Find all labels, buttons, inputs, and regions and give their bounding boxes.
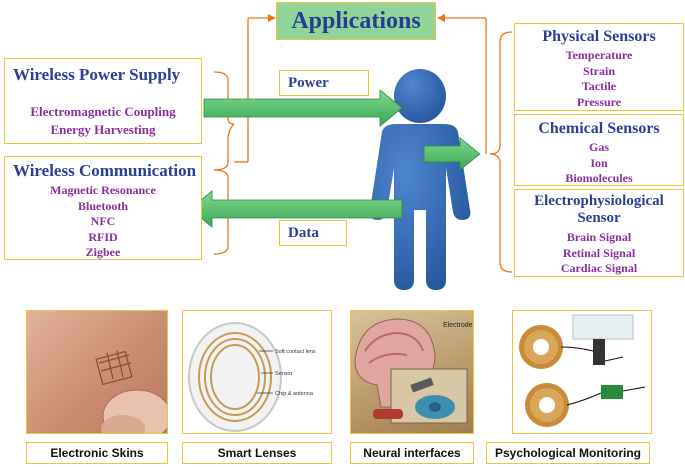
right-bracket xyxy=(437,14,513,273)
wireless-power-supply-box: Wireless Power Supply Electromagnetic Co… xyxy=(4,58,202,144)
neural-interface-image: Electrode xyxy=(350,310,474,434)
electrophysiological-sensor-box: Electrophysiological Sensor Brain Signal… xyxy=(514,189,684,277)
wireless-communication-item: Zigbee xyxy=(85,245,121,259)
electronic-skin-image xyxy=(26,310,168,434)
sensor-arrow xyxy=(423,137,481,171)
wireless-communication-title: Wireless Communication xyxy=(13,161,197,180)
power-arrow xyxy=(203,89,403,127)
chemical-sensors-item: Gas xyxy=(588,140,609,154)
human-figure-icon xyxy=(369,69,471,290)
chemical-sensors-item: Ion xyxy=(590,155,608,170)
neural-interface-icon: Electrode xyxy=(354,318,473,424)
neural-interfaces-caption: Neural interfaces xyxy=(350,442,474,464)
smart-lenses-caption: Smart Lenses xyxy=(182,442,332,464)
electrophysiological-item: Brain Signal xyxy=(566,230,632,244)
chemical-sensors-title: Chemical Sensors xyxy=(538,120,660,137)
data-label: Data xyxy=(279,220,347,246)
psychological-monitoring-caption: Psychological Monitoring xyxy=(486,442,650,464)
left-bracket xyxy=(213,14,276,255)
electronic-skins-caption: Electronic Skins xyxy=(26,442,168,464)
smart-lens-image: Soft contact lens Sensor Chip & antenna xyxy=(182,310,332,434)
wireless-communication-item: NFC xyxy=(90,214,116,228)
lens-label: Sensor xyxy=(275,371,293,377)
electrophysiological-item: Cardiac Signal xyxy=(560,261,638,275)
physical-sensors-item: Tactile xyxy=(581,79,617,93)
chemical-sensors-item: Biomolecules xyxy=(565,171,633,185)
wireless-power-item: Energy Harvesting xyxy=(50,122,156,137)
electrophysiological-title-line: Sensor xyxy=(577,210,621,226)
chemical-sensors-box: Chemical Sensors Gas Ion Biomolecules xyxy=(514,114,684,186)
physical-sensors-item: Pressure xyxy=(576,94,622,109)
physical-sensors-item: Temperature xyxy=(565,48,633,62)
power-label: Power xyxy=(279,70,369,96)
physical-sensors-title: Physical Sensors xyxy=(542,28,656,45)
physical-sensors-item: Strain xyxy=(582,63,615,78)
applications-title: Applications xyxy=(291,7,421,34)
wireless-power-item: Electromagnetic Coupling xyxy=(30,104,176,119)
lens-label: Soft contact lens xyxy=(275,349,316,355)
electronic-skin-icon xyxy=(95,350,167,433)
electrode-label: Electrode xyxy=(443,322,473,329)
applications-box: Applications xyxy=(276,2,436,40)
wireless-communication-item: Bluetooth xyxy=(77,198,128,213)
lens-label: Chip & antenna xyxy=(275,391,314,397)
wireless-coil-icon xyxy=(519,314,646,427)
smart-lens-icon: Soft contact lens Sensor Chip & antenna xyxy=(188,322,316,432)
wireless-communication-item: Magnetic Resonance xyxy=(50,183,156,197)
psychological-monitoring-image xyxy=(512,310,652,434)
wireless-power-title: Wireless Power Supply xyxy=(13,65,181,84)
wireless-communication-box: Wireless Communication Magnetic Resonanc… xyxy=(4,156,202,260)
electrophysiological-item: Retinal Signal xyxy=(562,245,636,260)
physical-sensors-box: Physical Sensors Temperature Strain Tact… xyxy=(514,23,684,111)
wireless-communication-item: RFID xyxy=(88,229,118,244)
electrophysiological-title-line: Electrophysiological xyxy=(534,193,664,209)
